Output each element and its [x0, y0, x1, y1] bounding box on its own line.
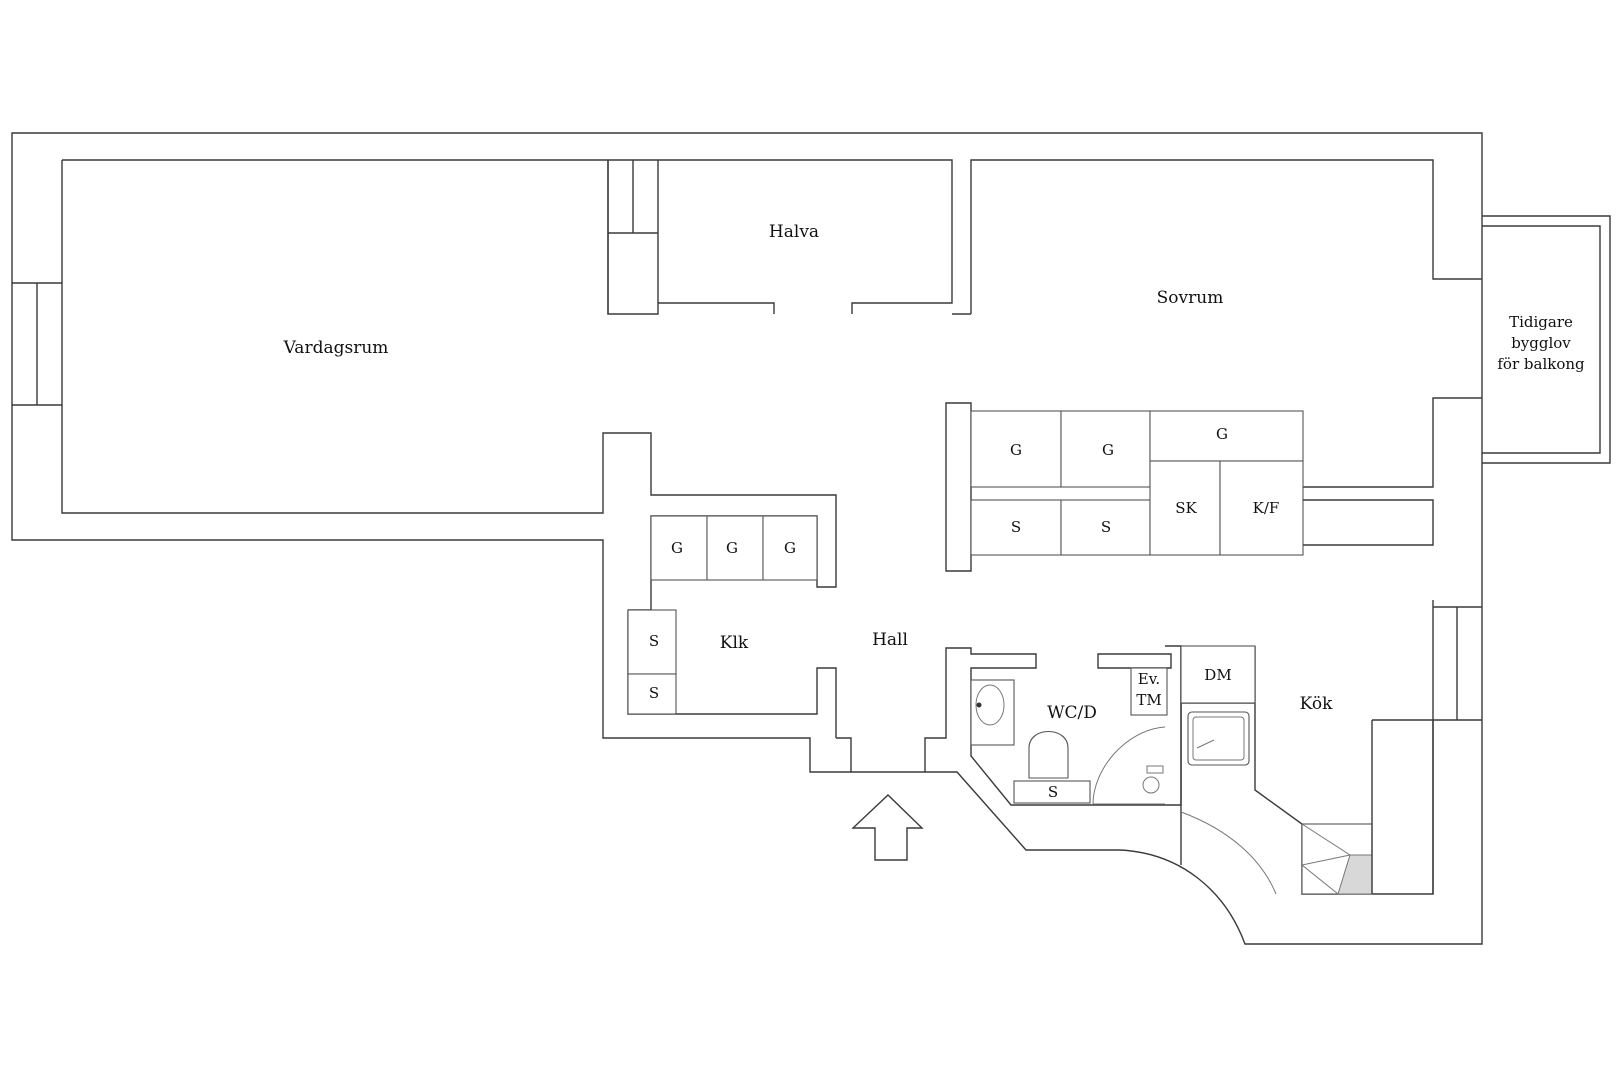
balcony-note-line-1: Tidigare: [1509, 313, 1573, 331]
room-label-hall: Hall: [872, 630, 908, 650]
wardrobe-label: G: [784, 539, 796, 557]
wardrobe-label: G: [1102, 441, 1114, 459]
ev-tm-label-2: TM: [1136, 691, 1161, 709]
wc-bathroom: [970, 645, 1182, 806]
room-label-kitchen: Kök: [1300, 694, 1333, 714]
closet: [627, 609, 837, 738]
room-label-bedroom: Sovrum: [1157, 288, 1224, 308]
room-label-shelf: Halva: [769, 222, 819, 242]
wardrobe-label: G: [726, 539, 738, 557]
room-label-wc: WC/D: [1047, 703, 1097, 723]
balcony-note-line-2: bygglov: [1511, 334, 1571, 352]
ev-tm-label-1: Ev.: [1138, 670, 1160, 688]
balcony-note-line-3: för balkong: [1497, 355, 1585, 373]
wardrobe-label: G: [1216, 425, 1228, 443]
wardrobe-label: S: [649, 632, 659, 650]
wardrobe-label: G: [671, 539, 683, 557]
room-label-living: Vardagsrum: [283, 338, 389, 358]
wardrobe-label: S: [1101, 518, 1111, 536]
bedroom-wardrobes: [945, 402, 1434, 572]
entrance-arrow: [851, 794, 924, 861]
living-window: [12, 282, 62, 406]
dishwasher-label: DM: [1204, 666, 1231, 684]
balcony-wall: [1482, 215, 1611, 464]
room-label-closet: Klk: [720, 633, 749, 653]
wardrobe-label: S: [649, 684, 659, 702]
wardrobe-label: SK: [1175, 499, 1197, 517]
shelf-room-wall: [607, 160, 659, 314]
hall-wardrobes: [650, 515, 818, 581]
wardrobe-label: S: [1011, 518, 1021, 536]
bedroom-wall: [952, 159, 1482, 488]
wardrobe-label: K/F: [1253, 499, 1280, 517]
wc-storage-label: S: [1048, 783, 1058, 801]
entrance-wall: [836, 647, 1172, 806]
wardrobe-label: G: [1010, 441, 1022, 459]
kitchen: [1180, 600, 1482, 895]
outer-wall: [11, 132, 1483, 945]
